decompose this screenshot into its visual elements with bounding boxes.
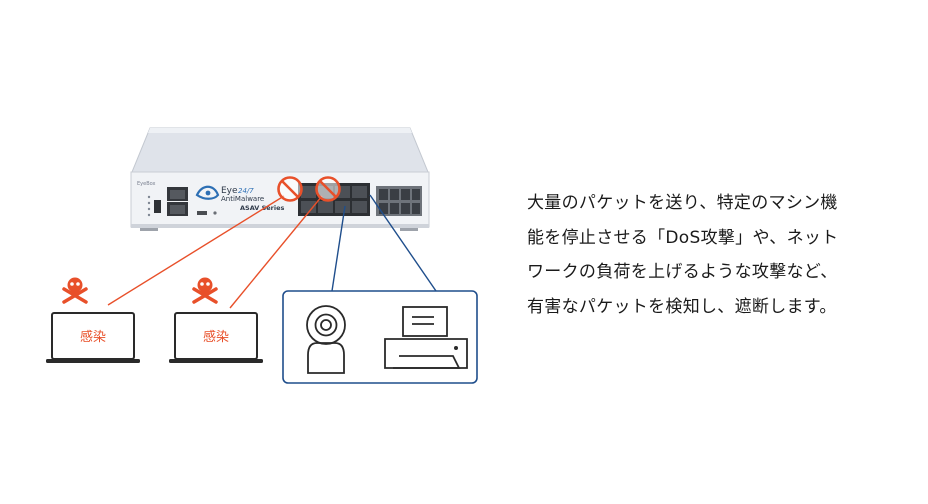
block-icon-2 <box>315 176 341 202</box>
camera-line <box>331 205 346 292</box>
infected-label: 感染 <box>203 329 229 345</box>
usb-port <box>154 200 161 213</box>
status-leds <box>147 195 151 217</box>
printer-line <box>369 194 437 292</box>
attack-line-1 <box>107 195 285 306</box>
description-line-1: 大量のパケットを送り、特定のマシン機 <box>527 193 838 213</box>
skull-crossbones-icon <box>192 277 218 304</box>
sfp-ports <box>376 186 422 216</box>
attack-lines <box>107 195 323 309</box>
camera-icon <box>306 305 346 374</box>
series-name: ASAV Series <box>240 204 285 212</box>
product-name: AntiMalware <box>221 195 264 203</box>
block-icon-1 <box>277 176 303 202</box>
printer-icon <box>384 306 468 369</box>
skull-crossbones-icon <box>62 277 88 304</box>
logo-suffix: 24/7 <box>238 187 254 195</box>
infected-laptop-2: 感染 <box>169 277 263 363</box>
management-ports <box>167 187 188 216</box>
console-port <box>197 211 207 215</box>
infected-label: 感染 <box>80 329 106 345</box>
safe-lines <box>331 194 437 292</box>
description-line-3: ワークの負荷を上げるような攻撃など、 <box>527 262 838 282</box>
product-logo: Eye 24/7 AntiMalware ASAV Series <box>195 185 285 212</box>
description-text: 大量のパケットを送り、特定のマシン機 能を停止させる「DoS攻撃」や、ネット ワ… <box>527 186 887 324</box>
infected-laptop-1: 感染 <box>46 277 140 363</box>
description-line-4: 有害なパケットを検知し、遮断します。 <box>527 296 837 317</box>
attack-line-2 <box>229 195 323 309</box>
brand-label: EyeBox <box>137 181 156 187</box>
logo-name: Eye <box>221 186 238 196</box>
reset-button <box>213 211 217 215</box>
description-line-2: 能を停止させる「DoS攻撃」や、ネット <box>527 227 839 248</box>
